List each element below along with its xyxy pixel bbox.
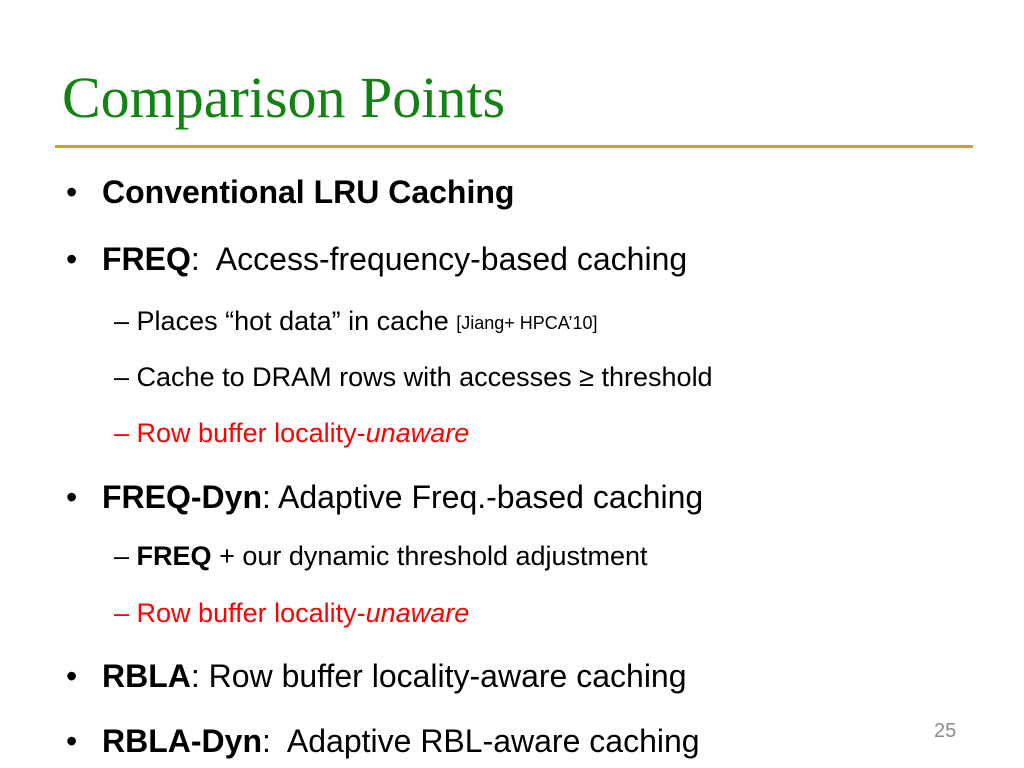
bullet-colon: : xyxy=(261,723,271,759)
bullet-icon: • xyxy=(66,174,78,210)
subitem-label: FREQ xyxy=(136,541,212,571)
bullet-icon: • xyxy=(66,723,78,759)
slide-title: Comparison Points xyxy=(62,65,506,130)
bullet-label: RBLA xyxy=(102,658,191,694)
dash-icon: – xyxy=(114,362,130,392)
bullet-description: Access-frequency-based caching xyxy=(199,241,688,277)
bullet-text: FREQ-Dyn: Adaptive Freq.-based caching xyxy=(102,477,703,517)
subitem-text: + our dynamic threshold adjustment xyxy=(211,541,648,571)
bullet-description: Row buffer locality-aware caching xyxy=(199,658,687,694)
subitem-prefix: Row buffer locality- xyxy=(136,418,366,448)
subitem-prefix: Row buffer locality- xyxy=(136,598,366,628)
bullet-label: FREQ xyxy=(102,241,191,277)
bullet-description: Adaptive RBL-aware caching xyxy=(270,723,700,759)
subitem-rbl-unaware: – Row buffer locality-unaware xyxy=(114,596,469,630)
subitem-text: Places “hot data” in cache xyxy=(136,306,457,336)
bullet-icon: • xyxy=(66,658,78,694)
subitem-emphasis: unaware xyxy=(365,418,470,448)
citation: [Jiang+ HPCA’10] xyxy=(456,313,598,333)
bullet-icon: • xyxy=(66,241,78,277)
bullet-label: FREQ-Dyn xyxy=(102,479,262,515)
bullet-label: RBLA-Dyn xyxy=(102,723,262,759)
bullet-label: Conventional LRU Caching xyxy=(102,174,515,210)
dash-icon: – xyxy=(114,541,130,571)
bullet-text: FREQ: Access-frequency-based caching xyxy=(102,239,687,279)
bullet-text: RBLA-Dyn: Adaptive RBL-aware caching xyxy=(102,721,700,761)
bullet-text: RBLA: Row buffer locality-aware caching xyxy=(102,656,687,696)
dash-icon: – xyxy=(114,598,130,628)
dash-icon: – xyxy=(114,306,130,336)
subitem-emphasis: unaware xyxy=(365,598,470,628)
bullet-colon: : xyxy=(190,241,200,277)
title-divider xyxy=(55,145,973,148)
page-number: 25 xyxy=(934,720,957,742)
dash-icon: – xyxy=(114,418,130,448)
subitem-freq-dynamic-threshold: – FREQ + our dynamic threshold adjustmen… xyxy=(114,539,648,573)
bullet-colon: : xyxy=(262,479,271,515)
subitem-rbl-unaware: – Row buffer locality-unaware xyxy=(114,416,469,450)
subitem-places-hot-data: – Places “hot data” in cache [Jiang+ HPC… xyxy=(114,304,597,340)
bullet-colon: : xyxy=(190,658,200,694)
subitem-cache-threshold: – Cache to DRAM rows with accesses ≥ thr… xyxy=(114,360,713,394)
subitem-text: Cache to DRAM rows with accesses ≥ thres… xyxy=(136,362,713,392)
bullet-description: Adaptive Freq.-based caching xyxy=(270,479,704,515)
bullet-icon: • xyxy=(66,479,78,515)
